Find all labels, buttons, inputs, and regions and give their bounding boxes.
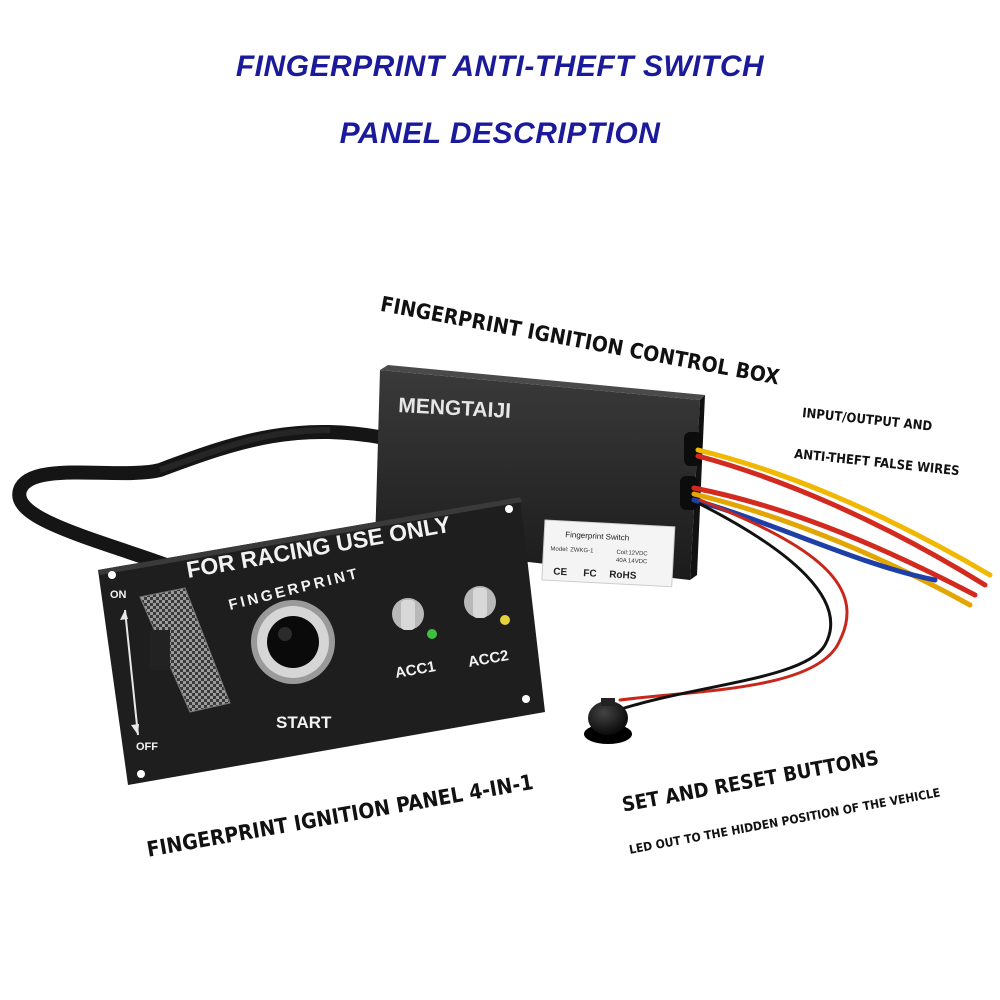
page-subtitle: PANEL DESCRIPTION bbox=[339, 117, 661, 150]
panel-label-off: OFF bbox=[136, 741, 158, 753]
ignition-panel: FOR RACING USE ONLY ON OFF FINGERPRINT S… bbox=[98, 497, 545, 785]
panel-screw-tl bbox=[108, 571, 116, 579]
label-spec2: 40A 14VDC bbox=[616, 558, 648, 566]
on-off-arrow bbox=[124, 609, 139, 736]
acc1-led bbox=[427, 629, 437, 639]
output-wires bbox=[610, 447, 993, 714]
label-mark-fc: FC bbox=[583, 568, 597, 580]
wire-button-red bbox=[618, 498, 849, 702]
wire-red-2 bbox=[691, 485, 978, 598]
panel-label-start: START bbox=[276, 713, 332, 732]
panel-label-acc1: ACC1 bbox=[394, 658, 437, 682]
label-model: Model: ZWKG-1 bbox=[550, 546, 594, 554]
panel-screw-br bbox=[522, 695, 530, 703]
set-reset-button bbox=[584, 698, 632, 744]
label-spec1: Coil:12VDC bbox=[616, 550, 648, 558]
safety-cover-toggle bbox=[139, 587, 231, 713]
label-mark-ce: CE bbox=[553, 567, 568, 579]
wire-yellow bbox=[695, 447, 993, 578]
wire-red-1 bbox=[695, 453, 988, 588]
fingerprint-start-button bbox=[251, 600, 335, 684]
wire-button-black bbox=[610, 502, 832, 714]
panel-label-acc2: ACC2 bbox=[467, 647, 510, 671]
acc2-led bbox=[500, 615, 510, 625]
panel-screw-bl bbox=[137, 770, 145, 778]
acc1-toggle-switch bbox=[392, 598, 437, 639]
panel-screw-tr bbox=[505, 505, 513, 513]
control-box-label: Fingerprint Switch Model: ZWKG-1 Coil:12… bbox=[541, 519, 676, 588]
page-title: FINGERPRINT ANTI-THEFT SWITCH bbox=[235, 50, 765, 83]
wire-yellow-2 bbox=[691, 491, 973, 608]
harness-cable-thin bbox=[159, 427, 331, 473]
panel-label-on: ON bbox=[110, 589, 127, 601]
label-mark-rohs: RoHS bbox=[609, 569, 637, 581]
acc2-toggle-switch bbox=[464, 586, 510, 625]
label-title: Fingerprint Switch bbox=[565, 530, 629, 542]
